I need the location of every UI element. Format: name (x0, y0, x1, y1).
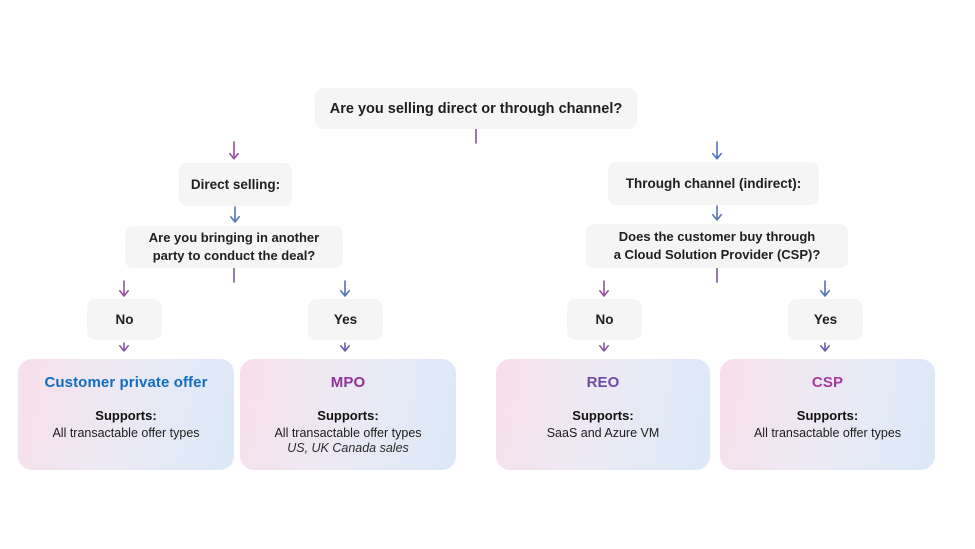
outcome-card-mpo: MPO Supports: All transactable offer typ… (240, 359, 456, 470)
connector-arrow-no-left (119, 280, 129, 297)
connector-arrow-card-2 (340, 342, 350, 352)
question-direct-line2: party to conduct the deal? (152, 248, 316, 263)
connector-arrow-no-right (599, 280, 609, 297)
node-question-channel: Does the customer buy through a Cloud So… (586, 224, 848, 268)
outcome-card-customer-private-offer: Customer private offer Supports: All tra… (18, 359, 234, 470)
outcome-supports-label: Supports: (317, 408, 379, 423)
connector-arrow-card-3 (599, 342, 609, 352)
outcome-supports-label: Supports: (796, 408, 859, 423)
outcome-title: Customer private offer (44, 374, 208, 391)
connector-arrow-yes-right (820, 280, 830, 297)
node-question-direct: Are you bringing in another party to con… (125, 226, 343, 268)
connector-arrow-yes-left (340, 280, 350, 297)
outcome-supports-detail: All transactable offer types (52, 426, 200, 440)
question-direct-line1: Are you bringing in another (148, 229, 320, 245)
outcome-supports-detail: All transactable offer types (274, 426, 422, 440)
node-direct-selling: Direct selling: (179, 163, 292, 206)
outcome-title: REO (586, 374, 620, 391)
node-root-question: Are you selling direct or through channe… (315, 88, 637, 129)
outcome-note: US, UK Canada sales (287, 441, 409, 455)
connector-arrow-card-4 (820, 342, 830, 352)
outcome-supports-label: Supports: (95, 408, 157, 423)
node-answer-no-direct: No (87, 299, 162, 340)
node-answer-no-channel: No (567, 299, 642, 340)
connector-arrow-question-indirect (712, 205, 722, 221)
outcome-card-reo: REO Supports: SaaS and Azure VM (496, 359, 710, 470)
outcome-supports-label: Supports: (572, 408, 634, 423)
connector-arrow-direct (229, 141, 239, 160)
connector-arrow-indirect (712, 141, 722, 160)
question-channel-line1: Does the customer buy through (618, 228, 816, 244)
question-channel-line2: a Cloud Solution Provider (CSP)? (613, 247, 821, 262)
outcome-supports-detail: SaaS and Azure VM (546, 426, 660, 440)
outcome-title: CSP (811, 374, 844, 391)
connector-arrow-card-1 (119, 342, 129, 352)
node-answer-yes-channel: Yes (788, 299, 863, 340)
connector-arrow-question-direct (230, 206, 240, 223)
node-answer-yes-direct: Yes (308, 299, 383, 340)
outcome-card-csp: CSP Supports: All transactable offer typ… (720, 359, 935, 470)
node-through-channel: Through channel (indirect): (608, 162, 819, 205)
outcome-title: MPO (330, 374, 366, 391)
outcome-supports-detail: All transactable offer types (753, 426, 902, 440)
